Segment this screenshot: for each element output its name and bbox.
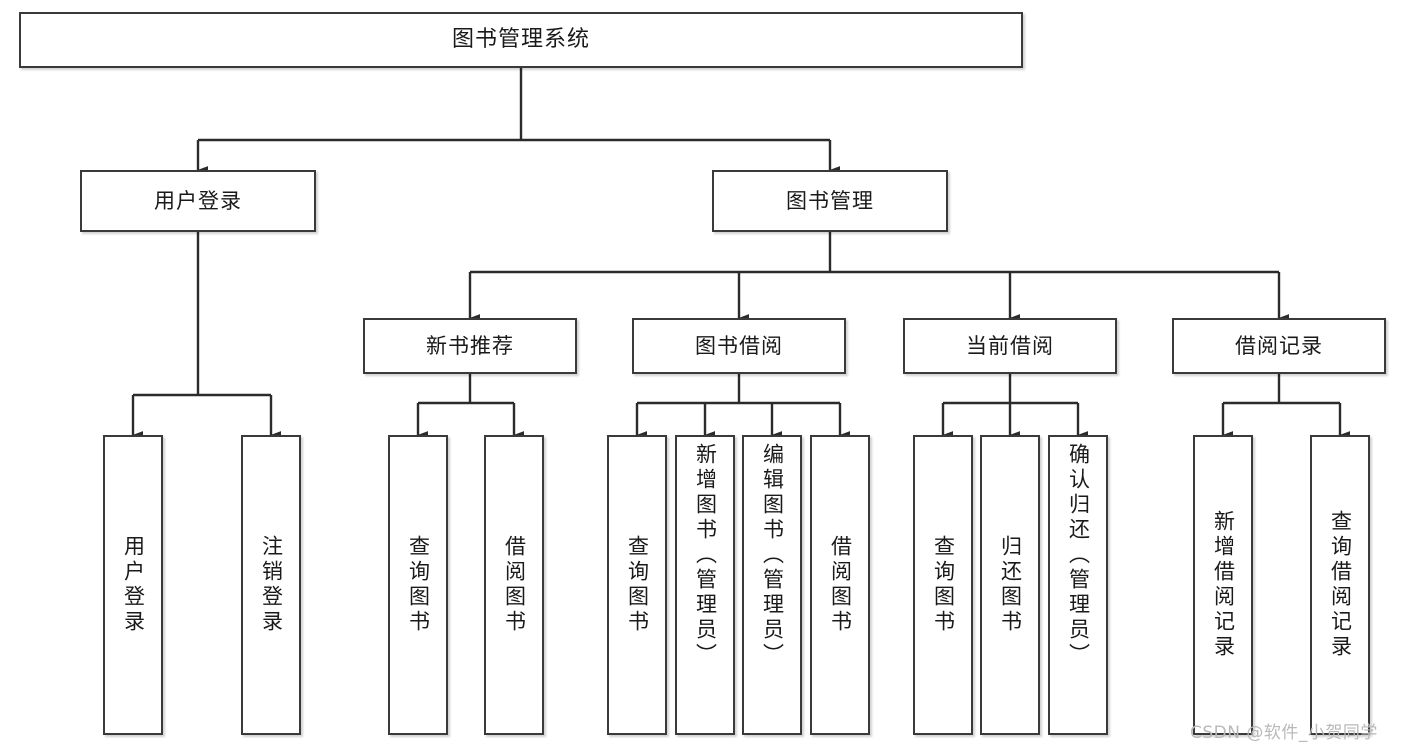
node-book-manage[interactable]: 图书管理 <box>712 170 948 232</box>
node-leaf-query-book-borrow[interactable]: 查询图书 <box>607 435 667 735</box>
node-label: 用户登录 <box>121 535 146 635</box>
node-leaf-query-borrow-record[interactable]: 查询借阅记录 <box>1310 435 1370 735</box>
node-new-book-recommend[interactable]: 新书推荐 <box>363 318 577 374</box>
node-borrow-record[interactable]: 借阅记录 <box>1172 318 1386 374</box>
node-label: 当前借阅 <box>966 333 1054 358</box>
node-label: 新增图书（管理员） <box>693 443 718 668</box>
node-leaf-borrow-book-rec[interactable]: 借阅图书 <box>484 435 544 735</box>
node-label: 查询图书 <box>406 535 431 635</box>
node-label: 查询图书 <box>625 535 650 635</box>
node-label: 图书管理 <box>786 188 874 213</box>
node-leaf-add-book-admin[interactable]: 新增图书（管理员） <box>675 435 735 735</box>
node-leaf-logout[interactable]: 注销登录 <box>241 435 301 735</box>
node-label: 借阅图书 <box>828 535 853 635</box>
node-label: 归还图书 <box>998 535 1023 635</box>
node-label: 借阅记录 <box>1235 333 1323 358</box>
node-leaf-confirm-return-admin[interactable]: 确认归还（管理员） <box>1048 435 1108 735</box>
node-book-borrow[interactable]: 图书借阅 <box>632 318 846 374</box>
node-user-login[interactable]: 用户登录 <box>80 170 316 232</box>
node-leaf-borrow-book[interactable]: 借阅图书 <box>810 435 870 735</box>
connector-group <box>131 68 1351 439</box>
node-label: 注销登录 <box>259 535 284 635</box>
node-leaf-edit-book-admin[interactable]: 编辑图书（管理员） <box>742 435 802 735</box>
node-label: 图书管理系统 <box>451 27 590 52</box>
node-label: 借阅图书 <box>502 535 527 635</box>
node-label: 新书推荐 <box>426 333 514 358</box>
node-label: 查询图书 <box>931 535 956 635</box>
node-leaf-query-book-rec[interactable]: 查询图书 <box>388 435 448 735</box>
node-label: 图书借阅 <box>695 333 783 358</box>
node-label: 用户登录 <box>154 188 242 213</box>
node-label: 新增借阅记录 <box>1211 510 1236 660</box>
node-label: 查询借阅记录 <box>1328 510 1353 660</box>
node-root[interactable]: 图书管理系统 <box>19 12 1023 68</box>
node-leaf-user-login[interactable]: 用户登录 <box>103 435 163 735</box>
node-label: 编辑图书（管理员） <box>760 443 785 668</box>
node-leaf-add-borrow-record[interactable]: 新增借阅记录 <box>1193 435 1253 735</box>
node-label: 确认归还（管理员） <box>1066 443 1091 668</box>
node-current-borrow[interactable]: 当前借阅 <box>903 318 1117 374</box>
node-leaf-return-book[interactable]: 归还图书 <box>980 435 1040 735</box>
node-leaf-query-book-cur[interactable]: 查询图书 <box>913 435 973 735</box>
